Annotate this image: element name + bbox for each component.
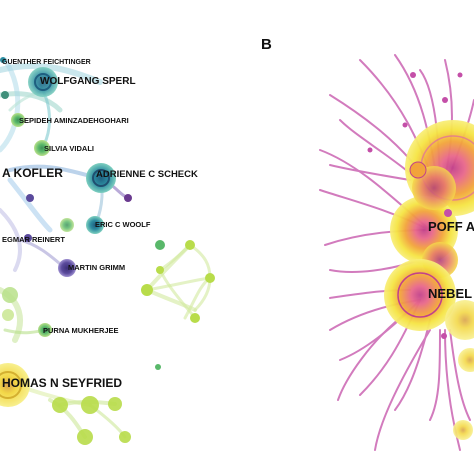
node	[86, 216, 104, 234]
node	[205, 273, 215, 283]
link	[158, 243, 192, 272]
link	[444, 329, 461, 451]
node	[28, 67, 58, 97]
node	[155, 240, 165, 250]
node	[0, 371, 22, 399]
node	[34, 73, 52, 91]
node	[155, 364, 161, 370]
author-label-aminzadehgohari: SEPIDEH AMINZADEHGOHARI	[19, 116, 129, 125]
node	[38, 323, 52, 337]
link	[18, 238, 67, 270]
node	[441, 333, 447, 339]
link	[7, 177, 53, 233]
node	[81, 396, 99, 414]
node	[156, 266, 164, 274]
node	[442, 97, 448, 103]
author-label-sperl: WOLFGANG SPERL	[40, 76, 136, 87]
author-label-feichtinger: GUENTHER FEICHTINGER	[2, 59, 91, 66]
node	[34, 140, 50, 156]
node	[402, 122, 408, 128]
node	[11, 113, 25, 127]
node	[108, 397, 122, 411]
panel-a-labels: GUENTHER FEICHTINGER WOLFGANG SPERL SEPI…	[2, 59, 198, 390]
panel-b-letter: B	[261, 36, 272, 53]
link	[0, 62, 103, 85]
node	[0, 57, 6, 63]
link	[329, 164, 411, 181]
panel-b-labels: POFF A NEBEL	[428, 219, 474, 301]
link	[145, 288, 197, 312]
node	[397, 272, 443, 318]
author-label-kofler: A KOFLER	[2, 166, 63, 180]
node	[444, 209, 452, 217]
node	[412, 166, 456, 210]
link	[449, 329, 471, 421]
node	[458, 348, 474, 372]
author-label-vidali: SILVIA VIDALI	[44, 144, 94, 153]
node	[2, 287, 18, 303]
panel-b-nodes	[367, 72, 474, 440]
author-label-poff: POFF A	[428, 219, 474, 234]
author-label-grimm: MARTIN GRIMM	[68, 263, 125, 272]
node	[0, 363, 30, 407]
author-label-reinert: EGMAR REINERT	[2, 235, 65, 244]
node	[367, 147, 373, 153]
link	[394, 319, 431, 411]
node	[58, 259, 76, 277]
node	[409, 161, 427, 179]
node	[190, 313, 200, 323]
node	[26, 194, 34, 202]
node	[60, 218, 74, 232]
node	[77, 429, 93, 445]
node	[2, 309, 14, 321]
node	[457, 72, 463, 78]
link	[0, 57, 21, 153]
node	[141, 284, 153, 296]
author-label-mukherjee: PURNA MUKHERJEE	[43, 326, 119, 335]
link	[183, 276, 212, 320]
node	[185, 240, 195, 250]
author-label-woolf: ERIC C WOOLF	[95, 220, 151, 229]
node	[1, 91, 9, 99]
author-label-scheck: ADRIENNE C SCHECK	[96, 169, 198, 180]
node	[410, 72, 416, 78]
link	[374, 329, 431, 451]
author-label-nebel: NEBEL	[428, 286, 472, 301]
panel-a-nodes	[0, 57, 215, 445]
node	[92, 169, 110, 187]
node	[445, 300, 474, 340]
author-label-seyfried: HOMAS N SEYFRIED	[2, 376, 122, 390]
node	[453, 420, 473, 440]
node	[119, 431, 131, 443]
node	[384, 259, 456, 331]
link	[188, 243, 212, 280]
link	[429, 329, 441, 421]
node	[86, 163, 116, 193]
node	[52, 397, 68, 413]
node	[24, 234, 32, 242]
node	[124, 194, 132, 202]
